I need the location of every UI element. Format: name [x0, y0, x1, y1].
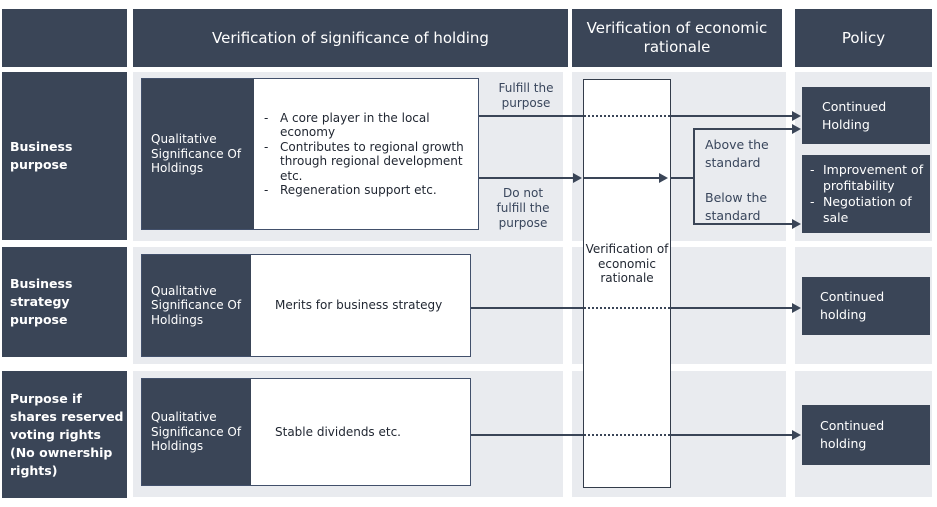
- header-corner-cell: [2, 9, 127, 67]
- branch-label-not-fulfill: Do not fulfill the purpose: [496, 186, 550, 230]
- connector-line: [694, 223, 793, 225]
- policy-continued-holding-2: Continued holding: [802, 277, 930, 335]
- qualitative-significance-box: Qualitative Significance Of Holdings: [142, 379, 251, 485]
- policy-bullet-text: Negotiation of sale: [823, 194, 912, 225]
- significance-box-row1: Qualitative Significance Of Holdings -A …: [141, 78, 479, 230]
- criteria-text: Merits for business strategy: [275, 298, 443, 313]
- bullet-dash: -: [264, 183, 269, 197]
- connector-line: [670, 434, 793, 436]
- bracket-line: [693, 128, 695, 225]
- policy-text: Continued Holding: [822, 98, 887, 132]
- row-label-text: Business purpose: [10, 139, 73, 172]
- row-label-business-purpose: Business purpose: [2, 72, 127, 240]
- arrowhead: [792, 124, 801, 134]
- policy-bullet: -Negotiation of sale: [810, 194, 928, 226]
- branch-label-fulfill: Fulfill the purpose: [498, 81, 554, 110]
- bullet-dash: -: [264, 139, 269, 154]
- arrowhead: [573, 173, 582, 183]
- connector-line-dotted: [584, 307, 670, 309]
- connector-line-dotted: [584, 115, 670, 117]
- arrowhead: [792, 219, 801, 229]
- arrowhead: [792, 111, 801, 121]
- policy-continued-holding-1: Continued Holding: [802, 87, 930, 144]
- qualitative-significance-label: Qualitative Significance Of Holdings: [151, 410, 242, 454]
- connector-line: [670, 177, 695, 179]
- connector-line: [670, 307, 793, 309]
- connector-line: [479, 177, 574, 179]
- header-policy-label: Policy: [841, 28, 886, 47]
- qualitative-significance-label: Qualitative Significance Of Holdings: [151, 283, 242, 327]
- header-significance-label: Verification of significance of holding: [212, 28, 489, 47]
- criteria-text: A core player in the local economy: [280, 110, 430, 140]
- significance-box-row3: Qualitative Significance Of Holdings Sta…: [141, 378, 471, 486]
- bullet-dash: -: [810, 162, 815, 177]
- header-policy: Policy: [795, 9, 932, 67]
- connector-line: [471, 434, 583, 436]
- arrowhead: [659, 173, 668, 183]
- policy-bullet: -Improvement of profitability: [810, 162, 928, 194]
- economic-verification-label: Verification of economic rationale: [585, 242, 669, 285]
- policy-bullet-text: Improvement of profitability: [823, 162, 924, 193]
- row-label-business-strategy: Business strategy purpose: [2, 247, 127, 357]
- criteria-text: Stable dividends etc.: [275, 424, 401, 439]
- criteria-box-row3: Stable dividends etc.: [251, 379, 470, 485]
- below-standard-label: Below the standard: [705, 190, 768, 223]
- arrowhead: [792, 430, 801, 440]
- policy-review-actions: -Improvement of profitability -Negotiati…: [802, 155, 930, 233]
- row-label-voting-rights: Purpose if shares reserved voting rights…: [2, 371, 127, 498]
- connector-line: [479, 115, 583, 117]
- connector-line: [694, 128, 793, 130]
- header-economic-label: Verification of economic rationale: [586, 19, 768, 56]
- criteria-item: -A core player in the local economy: [264, 111, 472, 140]
- arrowhead: [792, 303, 801, 313]
- row-label-text: Purpose if shares reserved voting rights…: [10, 390, 124, 478]
- criteria-box-row2: Merits for business strategy: [251, 255, 470, 356]
- bullet-dash: -: [810, 194, 815, 209]
- qualitative-significance-box: Qualitative Significance Of Holdings: [142, 79, 254, 229]
- economic-verification-box: [583, 79, 671, 488]
- row-label-text: Business strategy purpose: [10, 276, 73, 327]
- connector-line: [670, 115, 793, 117]
- criteria-text: Contributes to regional growth through r…: [280, 139, 464, 183]
- criteria-item: -Regeneration support etc.: [264, 183, 472, 198]
- connector-line: [584, 177, 659, 179]
- criteria-box-row1: -A core player in the local economy -Con…: [254, 79, 478, 229]
- criteria-item: -Contributes to regional growth through …: [264, 140, 472, 184]
- connector-line-dotted: [584, 434, 670, 436]
- significance-box-row2: Qualitative Significance Of Holdings Mer…: [141, 254, 471, 357]
- connector-line: [471, 307, 583, 309]
- qualitative-significance-box: Qualitative Significance Of Holdings: [142, 255, 251, 356]
- above-standard-label: Above the standard: [705, 137, 769, 170]
- policy-continued-holding-3: Continued holding: [802, 405, 930, 465]
- header-economic: Verification of economic rationale: [572, 9, 782, 67]
- qualitative-significance-label: Qualitative Significance Of Holdings: [151, 132, 242, 176]
- criteria-text: Regeneration support etc.: [280, 183, 437, 197]
- policy-text: Continued holding: [820, 289, 885, 322]
- policy-text: Continued holding: [820, 418, 885, 451]
- header-significance: Verification of significance of holding: [133, 9, 568, 67]
- bullet-dash: -: [264, 110, 269, 125]
